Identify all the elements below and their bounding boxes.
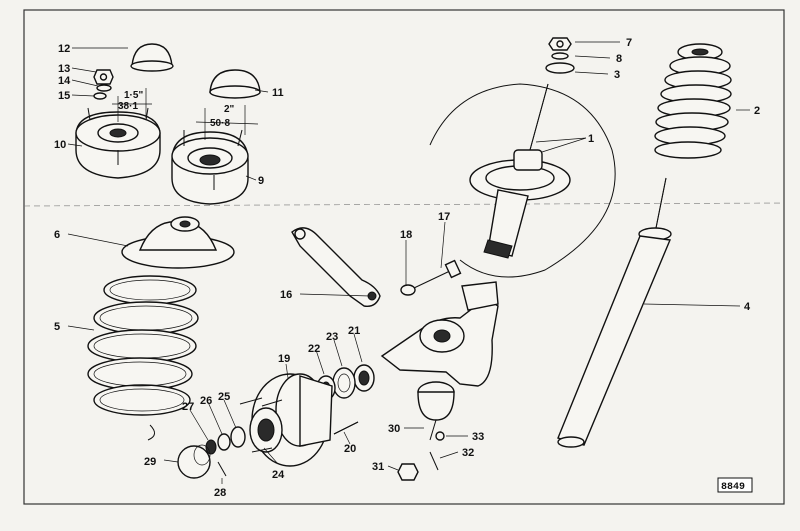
callout-19: 19 bbox=[278, 353, 290, 365]
part-31-nut bbox=[397, 463, 419, 481]
diagram-frame bbox=[23, 9, 785, 505]
dimension-labels: 1·5" 38·1 2" 50·8 bbox=[118, 90, 235, 129]
callout-33: 33 bbox=[472, 431, 484, 443]
fold-line bbox=[23, 202, 785, 207]
part-14-washer bbox=[96, 84, 112, 92]
callout-23: 23 bbox=[326, 331, 338, 343]
callout-27: 27 bbox=[182, 401, 194, 413]
part-12-dust-cap bbox=[130, 43, 174, 72]
callout-13: 13 bbox=[58, 63, 70, 75]
callout-24: 24 bbox=[272, 469, 285, 481]
callout-22: 22 bbox=[308, 343, 320, 355]
callout-9: 9 bbox=[258, 175, 264, 187]
figure-code-box: 8849 bbox=[717, 477, 753, 493]
steering-knuckle bbox=[380, 281, 499, 387]
dim-large-imperial: 2" bbox=[224, 104, 235, 115]
callout-10: 10 bbox=[54, 139, 66, 151]
part-15-washer bbox=[93, 92, 107, 100]
callout-28: 28 bbox=[214, 487, 226, 499]
callout-5: 5 bbox=[54, 321, 60, 333]
callout-11: 11 bbox=[272, 87, 284, 99]
figure-code: 8849 bbox=[721, 482, 745, 493]
part-29-hub-cap bbox=[177, 444, 211, 479]
callout-12: 12 bbox=[58, 43, 70, 55]
callout-26: 26 bbox=[200, 395, 212, 407]
leader-lines bbox=[67, 41, 750, 484]
dim-small-imperial: 1·5" bbox=[124, 90, 143, 101]
part-28-split-pin bbox=[217, 461, 227, 477]
part-23-bearing bbox=[332, 367, 356, 399]
callout-31: 31 bbox=[372, 461, 384, 473]
callout-25: 25 bbox=[218, 391, 230, 403]
callout-2: 2 bbox=[754, 105, 760, 117]
callout-6: 6 bbox=[54, 229, 60, 241]
part-1-strut-assembly bbox=[469, 83, 571, 259]
part-17-bolt bbox=[413, 259, 462, 289]
callout-8: 8 bbox=[616, 53, 622, 65]
callout-21: 21 bbox=[348, 325, 360, 337]
callout-16: 16 bbox=[280, 289, 292, 301]
detail-outline bbox=[429, 83, 616, 278]
callout-29: 29 bbox=[144, 456, 156, 468]
part-9-top-mount bbox=[171, 129, 249, 205]
callout-32: 32 bbox=[462, 447, 474, 459]
part-10-top-mount bbox=[75, 107, 161, 179]
dim-small-metric: 38·1 bbox=[118, 101, 138, 112]
callout-7: 7 bbox=[626, 37, 632, 49]
part-8-washer bbox=[551, 52, 569, 60]
callout-1: 1 bbox=[588, 133, 594, 145]
callout-18: 18 bbox=[400, 229, 412, 241]
part-32-bolt bbox=[429, 451, 439, 471]
part-20-stud bbox=[333, 421, 359, 435]
part-19-hub bbox=[239, 373, 333, 467]
part-3-washer bbox=[545, 62, 575, 74]
part-16-steering-arm bbox=[291, 227, 381, 307]
part-13-nut bbox=[93, 69, 114, 85]
part-11-dust-cap bbox=[209, 69, 261, 99]
part-18-washer bbox=[400, 284, 416, 296]
part-7-nut bbox=[548, 37, 572, 51]
part-26-nut bbox=[217, 433, 231, 451]
callout-labels: 12 13 14 15 10 6 5 11 9 7 8 3 1 2 4 17 1… bbox=[54, 37, 760, 499]
callout-15: 15 bbox=[58, 90, 70, 102]
callout-30: 30 bbox=[388, 423, 400, 435]
part-30-ball-joint bbox=[417, 381, 455, 441]
part-21-seal bbox=[353, 364, 375, 392]
callout-20: 20 bbox=[344, 443, 356, 455]
callout-17: 17 bbox=[438, 211, 450, 223]
part-5-coil-spring bbox=[87, 275, 199, 441]
callout-4: 4 bbox=[744, 301, 751, 313]
dim-large-metric: 50·8 bbox=[210, 118, 230, 129]
part-2-rubber-boot bbox=[654, 43, 732, 159]
part-33-washer bbox=[435, 431, 445, 441]
callout-3: 3 bbox=[614, 69, 620, 81]
part-25-washer bbox=[230, 426, 246, 448]
part-27-washer bbox=[205, 439, 217, 455]
callout-14: 14 bbox=[58, 75, 71, 87]
part-4-damper bbox=[557, 177, 672, 448]
part-6-spring-seat bbox=[121, 216, 235, 269]
